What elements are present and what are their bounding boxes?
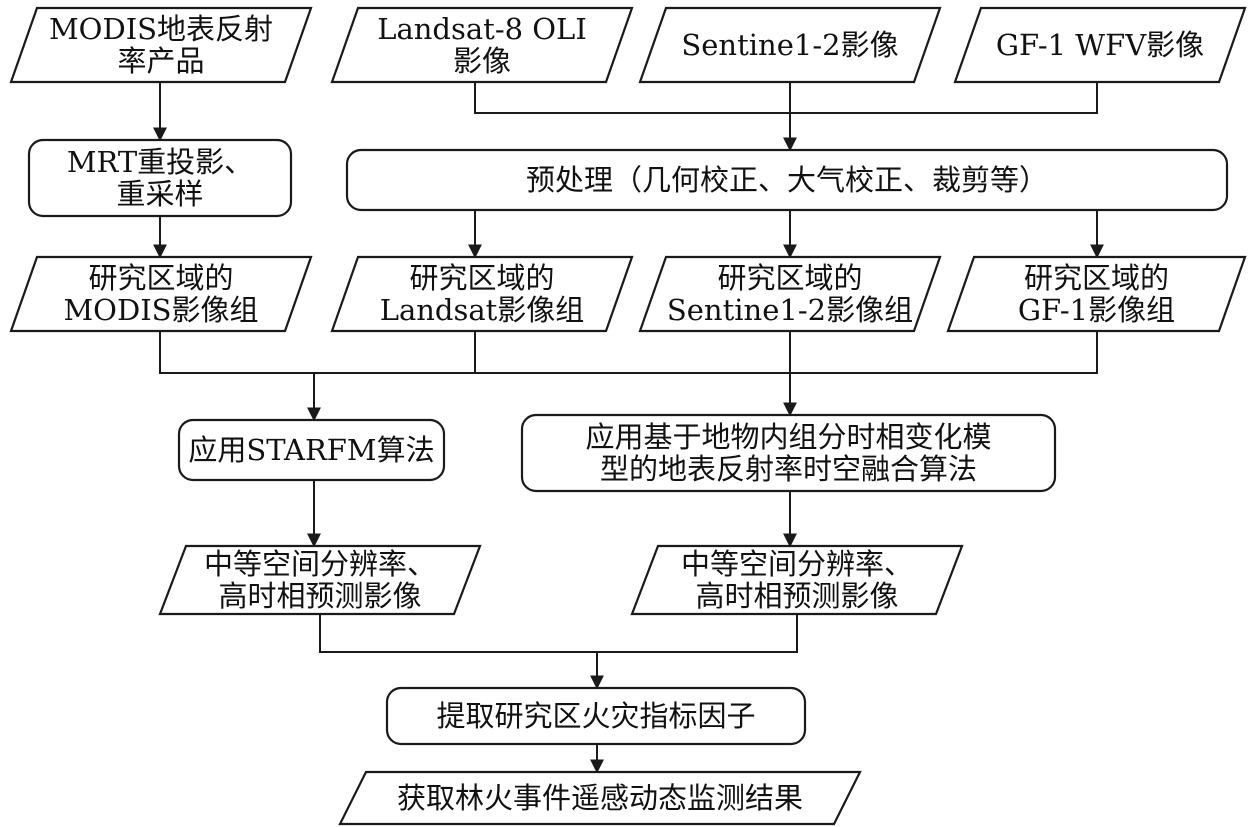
node-result-shape xyxy=(338,770,862,826)
node-fusion-model-shape xyxy=(520,413,1057,493)
node-modis-product-shape xyxy=(9,6,313,84)
node-landsat-image-shape xyxy=(330,6,634,84)
edge-merge-modis-landsat xyxy=(159,331,476,374)
node-gf1-group-shape xyxy=(946,255,1247,333)
edge-merge-inputs xyxy=(474,82,1098,114)
node-landsat-group-shape xyxy=(330,255,634,333)
node-starfm-shape xyxy=(177,418,446,482)
node-mrt-reproject-shape xyxy=(27,138,293,218)
node-modis-group-shape xyxy=(9,255,313,333)
edge-merge-predictions xyxy=(319,614,798,653)
node-sentinel-group-shape xyxy=(638,255,942,333)
node-sentinel-image-shape xyxy=(638,6,942,84)
node-gf1-image-shape xyxy=(953,6,1247,84)
node-predict-right-shape xyxy=(630,544,964,616)
node-predict-left-shape xyxy=(158,544,482,616)
edge-merge-right xyxy=(475,331,1098,374)
node-extract-factors-shape xyxy=(385,686,807,746)
node-preprocess-shape xyxy=(345,148,1229,212)
